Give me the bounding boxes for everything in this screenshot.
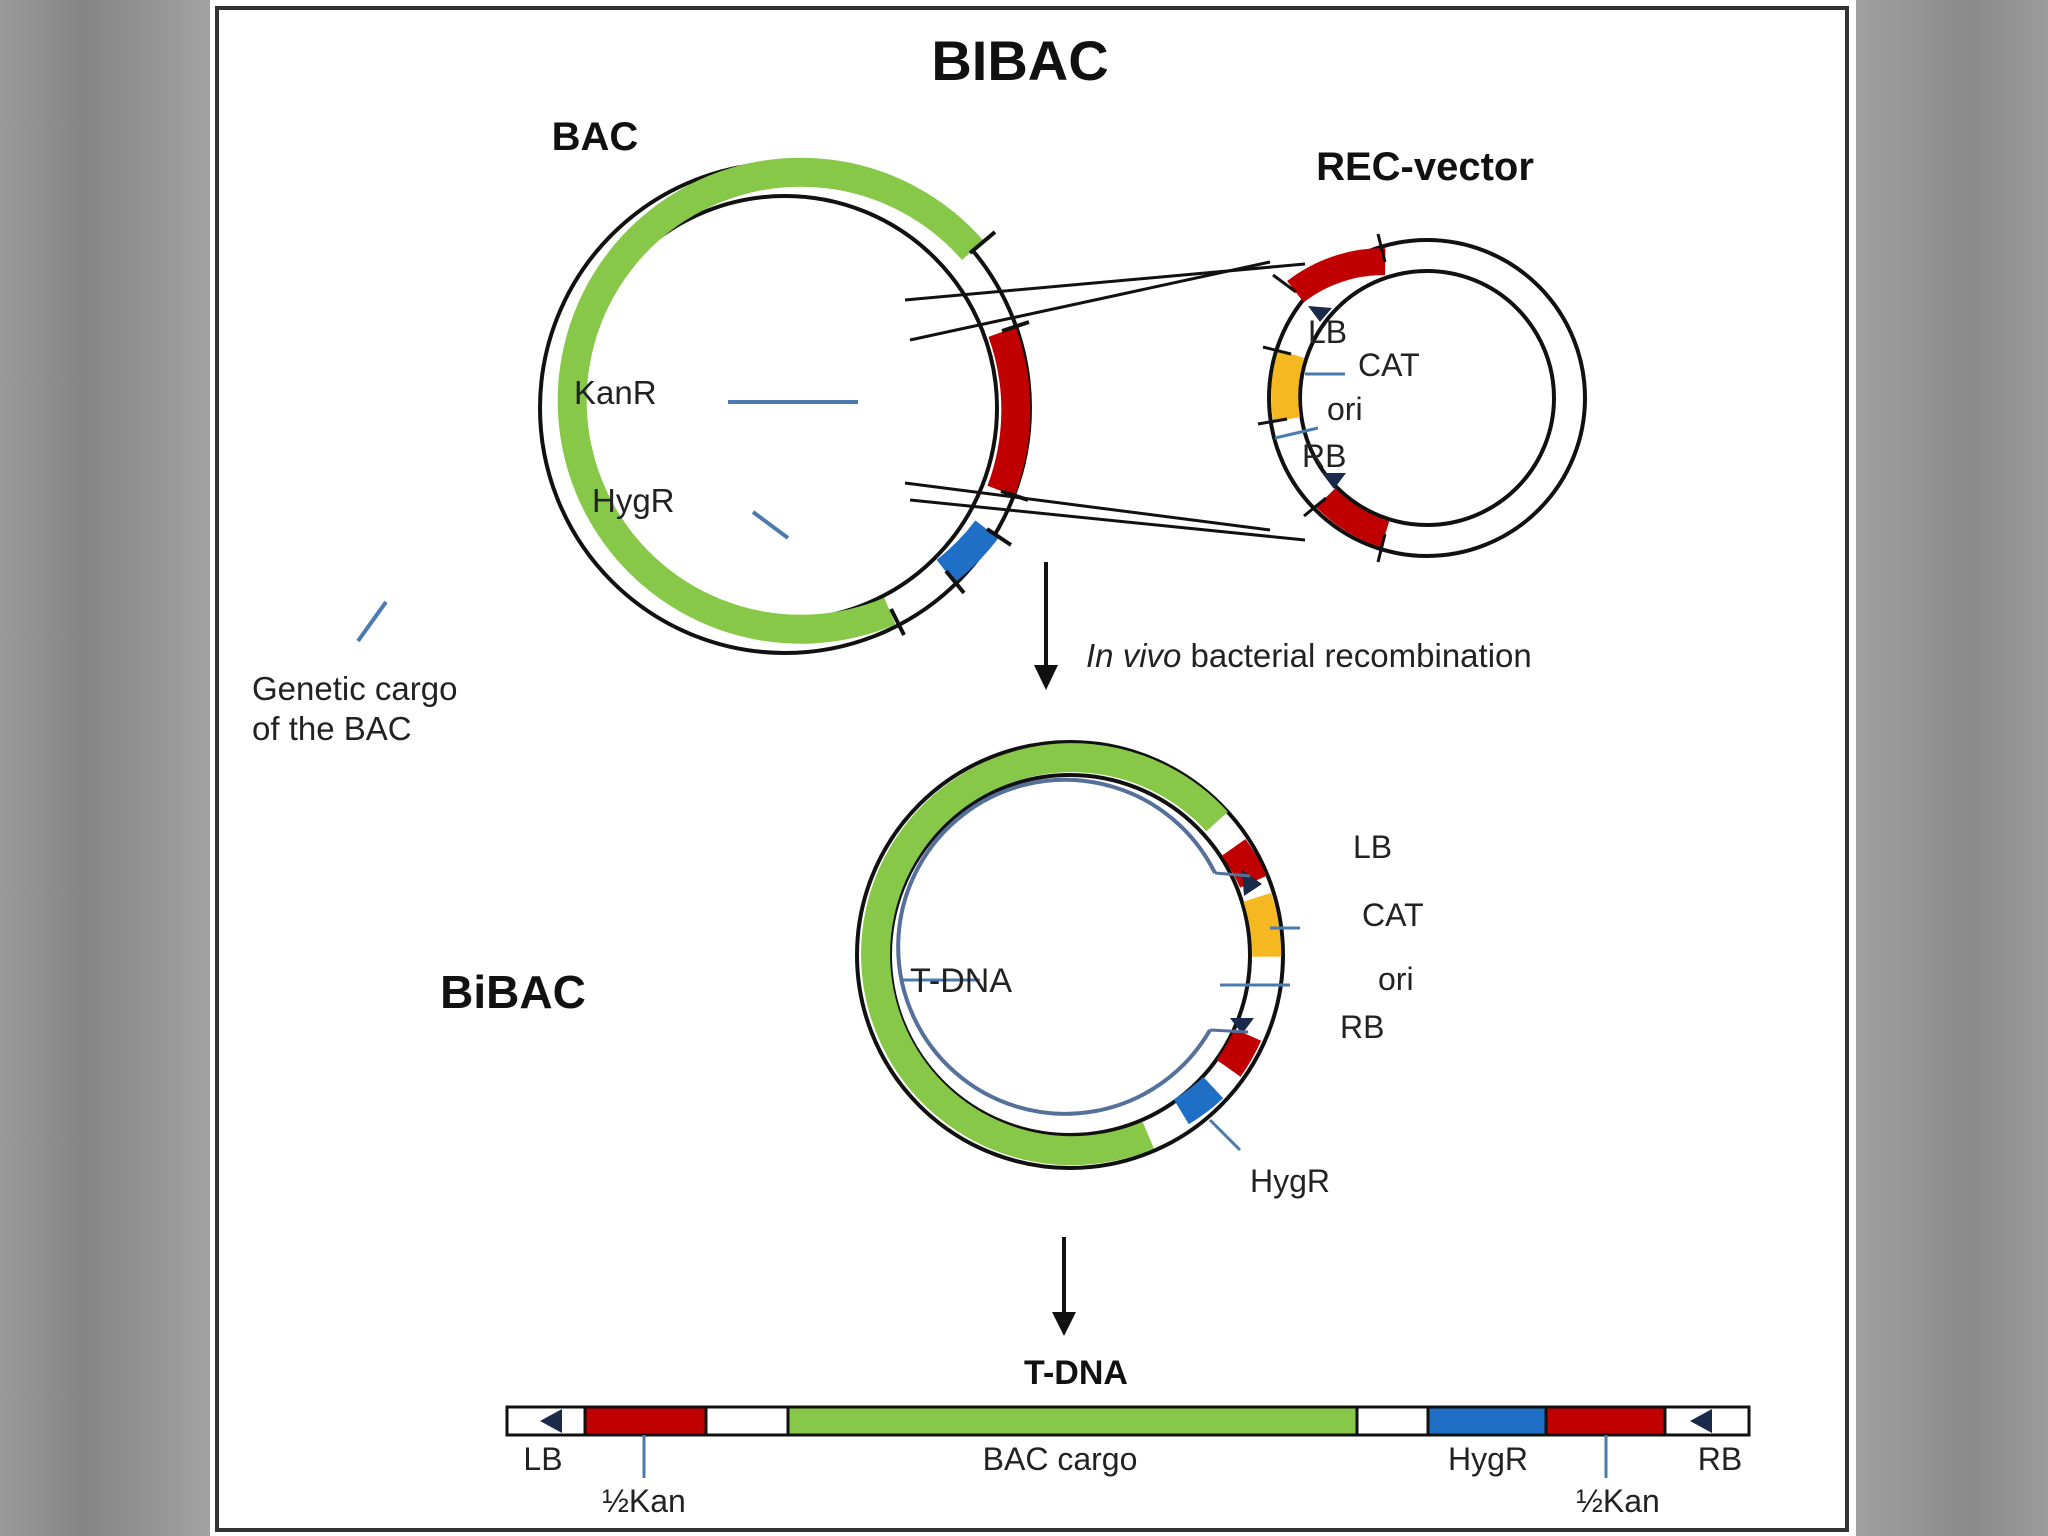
rec-lb-label: LB xyxy=(1308,314,1347,350)
bac-kanr-segment xyxy=(987,326,1031,497)
linear-tdna xyxy=(505,1405,1751,1437)
rec-red-top-segment xyxy=(1287,248,1386,303)
tdna-arc-end-top xyxy=(1214,871,1251,878)
recombination-label: In vivo bacterial recombination xyxy=(1086,637,1532,674)
bac-hygr-label: HygR xyxy=(592,482,675,519)
bibac-lb-label: LB xyxy=(1353,829,1392,865)
rec-ori-leader xyxy=(1274,426,1319,440)
zoom-line-bottom-2 xyxy=(909,498,1306,542)
bac-hygr-segment xyxy=(936,520,999,583)
bibac-ori-label: ori xyxy=(1378,961,1414,997)
rec-cat-label: CAT xyxy=(1358,347,1420,383)
linear-hygr xyxy=(1428,1408,1546,1434)
bac-title: BAC xyxy=(552,115,639,159)
linear-kan-left xyxy=(585,1408,706,1434)
rec-cat-segment xyxy=(1271,349,1305,422)
recombination-arrow xyxy=(1034,562,1058,690)
bibac-tdna-label: T-DNA xyxy=(910,962,1012,1000)
bibac-cat-label: CAT xyxy=(1362,897,1424,933)
bac-cargo-label-line1: Genetic cargo xyxy=(252,670,457,707)
linear-kan-right xyxy=(1546,1408,1665,1434)
hygr-leader xyxy=(751,510,790,540)
linear-cargo-label: BAC cargo xyxy=(983,1441,1138,1477)
linear-hygr-label: HygR xyxy=(1448,1441,1528,1477)
bac-plasmid xyxy=(538,157,1032,655)
linear-kan-left-label: ½Kan xyxy=(602,1483,686,1519)
bibac-hygr-leader xyxy=(1208,1118,1242,1152)
zoom-line-top-2 xyxy=(909,260,1271,342)
bibac-title: BiBAC xyxy=(440,966,586,1018)
tdna-arc xyxy=(896,777,1217,1116)
background-right xyxy=(1856,0,2048,1536)
linear-rb-arrow xyxy=(1690,1409,1712,1433)
rec-ori-label: ori xyxy=(1327,391,1363,427)
rec-red-bottom-segment xyxy=(1316,487,1390,548)
rec-rb-label: RB xyxy=(1302,438,1346,474)
figure-title: BIBAC xyxy=(931,29,1108,92)
linear-bac-cargo xyxy=(788,1408,1357,1434)
slide: BIBAC BAC KanR HygR Genetic cargo of the… xyxy=(210,0,1856,1536)
rec-vector-plasmid xyxy=(1257,233,1587,563)
bibac-red-bottom-segment xyxy=(1216,1028,1262,1077)
tdna-title: T-DNA xyxy=(1024,1354,1128,1392)
bibac-plasmid xyxy=(855,740,1285,1170)
bibac-rb-arrow xyxy=(1230,1018,1254,1034)
cargo-leader xyxy=(356,600,388,643)
bibac-hygr-segment xyxy=(1173,1076,1224,1125)
zoom-line-top xyxy=(904,262,1306,302)
bibac-cat-segment xyxy=(1243,892,1282,958)
linear-rb-label: RB xyxy=(1698,1441,1742,1477)
bac-cargo-label-line2: of the BAC xyxy=(252,710,412,747)
bac-cargo-segment xyxy=(557,157,984,644)
linear-kan-right-label: ½Kan xyxy=(1576,1483,1660,1519)
linear-lb-label: LB xyxy=(523,1441,562,1477)
recombination-label-italic: In vivo xyxy=(1086,637,1181,674)
linear-lb-arrow xyxy=(540,1409,562,1433)
figure-frame xyxy=(215,6,1849,1532)
excision-arrow xyxy=(1052,1237,1076,1336)
recombination-label-rest: bacterial recombination xyxy=(1181,637,1531,674)
bibac-hygr-label: HygR xyxy=(1250,1163,1330,1199)
tdna-arc-end-bottom xyxy=(1209,1028,1249,1034)
bibac-diagram: BIBAC BAC KanR HygR Genetic cargo of the… xyxy=(215,6,1849,1532)
rec-lb-arrow xyxy=(1308,306,1332,322)
zoom-line-bottom xyxy=(904,481,1271,532)
rec-rb-arrow xyxy=(1322,473,1346,489)
background-left xyxy=(0,0,210,1536)
rec-title: REC-vector xyxy=(1316,145,1534,189)
bac-kanr-label: KanR xyxy=(574,374,657,411)
bibac-cargo-segment xyxy=(861,743,1228,1166)
bibac-rb-label: RB xyxy=(1340,1009,1384,1045)
